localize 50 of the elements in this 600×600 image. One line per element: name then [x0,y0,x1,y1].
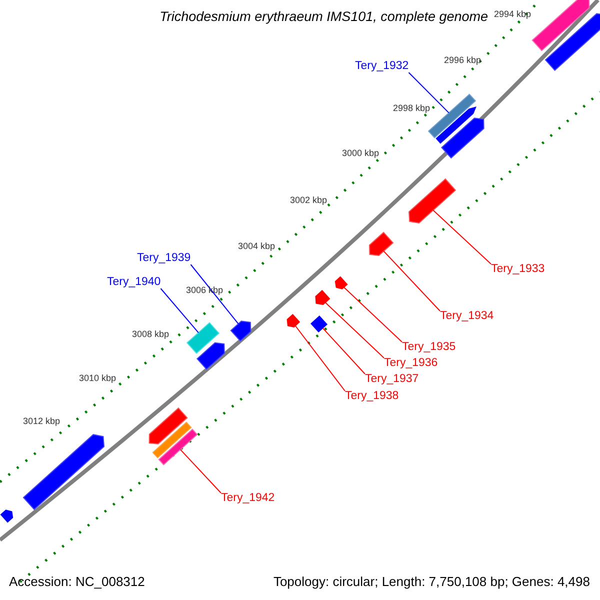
gene-marker [369,232,394,256]
gene-marker [286,314,300,328]
tick-label: 3000 kbp [342,149,380,158]
gene-marker [158,428,198,466]
tick-label: 2994 kbp [494,10,532,19]
leader-line [432,210,492,264]
accession-text: Accession: NC_008312 [9,575,145,588]
gene-marker [334,276,348,290]
leader-line [343,286,402,342]
gene-marker [186,322,220,354]
leader-line [160,288,199,334]
gene-label: Tery_1933 [491,264,545,276]
leader-line [180,449,222,494]
gene-label: Tery_1939 [137,253,191,264]
gene-marker [230,320,252,342]
gene-marker [152,422,192,458]
tick-label: 3008 kbp [132,330,170,339]
genome-summary: Topology: circular; Length: 7,750,108 bp; Genes: 4,498 [273,575,590,588]
leader-line [190,264,239,324]
gene-marker [22,434,105,510]
gene-marker [441,118,484,159]
leader-line [324,302,384,358]
tick-label: 3004 kbp [238,242,276,251]
gene-label: Tery_1932 [355,61,409,72]
gene-marker [148,407,188,444]
gene-marker [310,316,328,332]
tick-label: 2998 kbp [393,104,430,113]
gene-marker [0,510,14,523]
gene-label: Tery_1935 [402,342,456,354]
leader-line [408,72,450,114]
gene-label: Tery_1938 [345,391,399,402]
gene-marker [436,106,476,144]
gene-marker [544,13,600,71]
leader-line [322,328,366,374]
tick-label: 3012 kbp [23,417,60,426]
gene-marker [408,178,456,224]
tick-label: 3010 kbp [79,374,116,383]
gene-marker [532,0,590,52]
gene-marker [315,290,330,306]
gene-label: Tery_1940 [107,277,161,288]
gene-label: Tery_1942 [221,493,275,504]
gene-marker [196,342,225,370]
tick-label: 3002 kbp [290,196,328,205]
leader-line [383,250,440,312]
tick-label: 2996 kbp [444,56,482,65]
gene-label: Tery_1934 [440,311,494,322]
gene-label: Tery_1936 [384,358,438,370]
gene-label: Tery_1937 [365,374,419,386]
leader-line [294,325,346,392]
map-title: Trichodesmium erythraeum IMS101, complete genome [160,10,488,24]
